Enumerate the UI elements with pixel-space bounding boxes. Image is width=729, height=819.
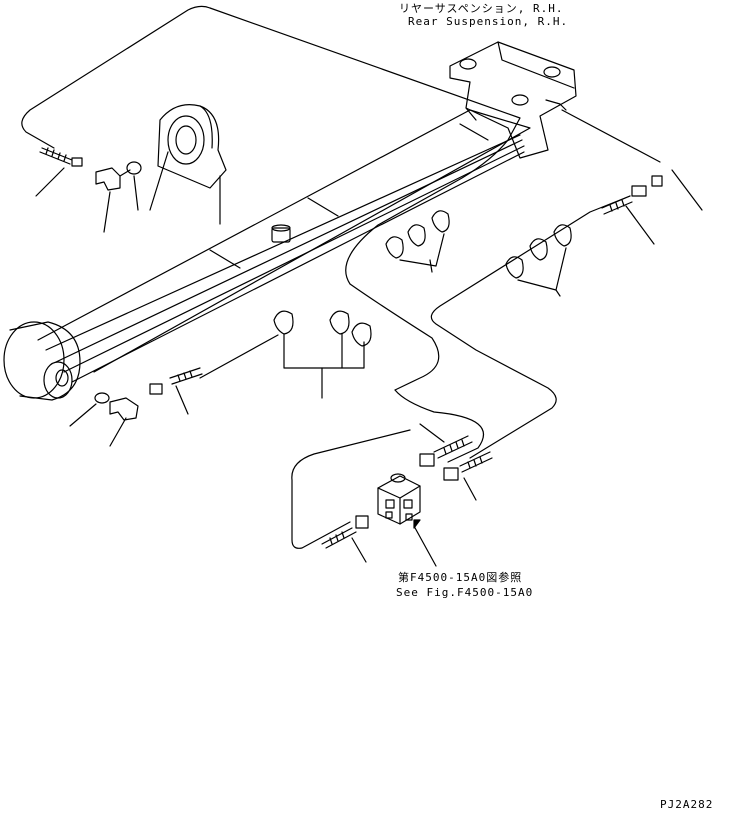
hose-upper-right: [601, 175, 663, 215]
hose-upper-left: [39, 147, 83, 167]
grease-line-right-lower: [430, 195, 631, 459]
elbow-fitting-lower: [94, 392, 139, 421]
hose-lower-left: [321, 515, 369, 549]
hose-center: [419, 435, 473, 467]
title-english: Rear Suspension, R.H.: [408, 15, 569, 28]
elbow-fitting-upper: [95, 161, 142, 191]
grease-line-center-lower: [394, 389, 484, 463]
grease-line-main: [209, 7, 521, 391]
clamp-group-center: [273, 310, 372, 347]
grease-line-upper: [21, 5, 211, 149]
center-bolt-nut: [271, 224, 291, 243]
clamp-group-top: [385, 210, 450, 267]
reference-japanese: 第F4500-15A0図参照: [398, 571, 523, 584]
title-japanese: リヤーサスペンション, R.H.: [399, 2, 564, 15]
reference-english: See Fig.F4500-15A0: [396, 586, 534, 599]
divider-valve: [377, 473, 421, 525]
grease-line-left-lower: [291, 429, 411, 549]
spring-bracket: [449, 41, 577, 159]
drawing-code: PJ2A282: [660, 798, 714, 811]
spring-shackle: [157, 104, 227, 189]
clamp-group-right: [505, 224, 572, 291]
spring-eye-roller: [3, 321, 81, 401]
hose-center-left: [149, 367, 203, 395]
grease-line-left-mid: [199, 334, 279, 379]
leader-lines: [35, 151, 703, 567]
grease-line-right: [561, 109, 661, 163]
hose-right-lower: [443, 451, 493, 481]
